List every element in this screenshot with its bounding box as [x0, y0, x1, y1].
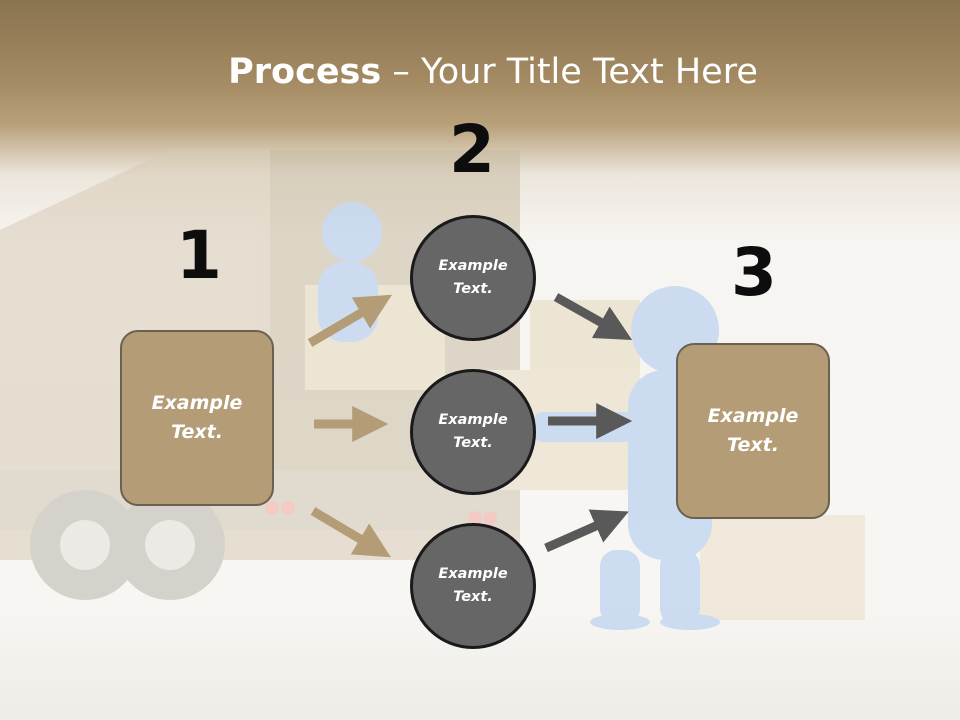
circle-top-line2: Text. — [453, 281, 493, 297]
arrow-left-to-top — [307, 294, 392, 347]
circle-middle-line2: Text. — [453, 435, 493, 451]
circle-top-line1: Example — [438, 258, 508, 274]
arrow-top-to-right — [553, 293, 633, 340]
step-number-1: 1 — [176, 217, 222, 294]
arrow-left-to-bottom — [310, 507, 391, 558]
step-number-3: 3 — [731, 234, 777, 311]
step-number-2: 2 — [449, 111, 495, 188]
left-box-line1: Example — [151, 392, 243, 414]
slide-title: Process – Your Title Text Here — [0, 52, 960, 92]
circle-middle-line1: Example — [438, 412, 508, 428]
left-box-line2: Text. — [171, 421, 223, 443]
right-box-line1: Example — [707, 405, 799, 427]
circle-bottom-line2: Text. — [453, 589, 493, 605]
arrow-bottom-to-right — [544, 509, 629, 553]
title-bold: Process — [228, 52, 382, 92]
right-box-line2: Text. — [727, 434, 779, 456]
title-rest: – Your Title Text Here — [381, 52, 758, 92]
circle-bottom-line1: Example — [438, 566, 508, 582]
